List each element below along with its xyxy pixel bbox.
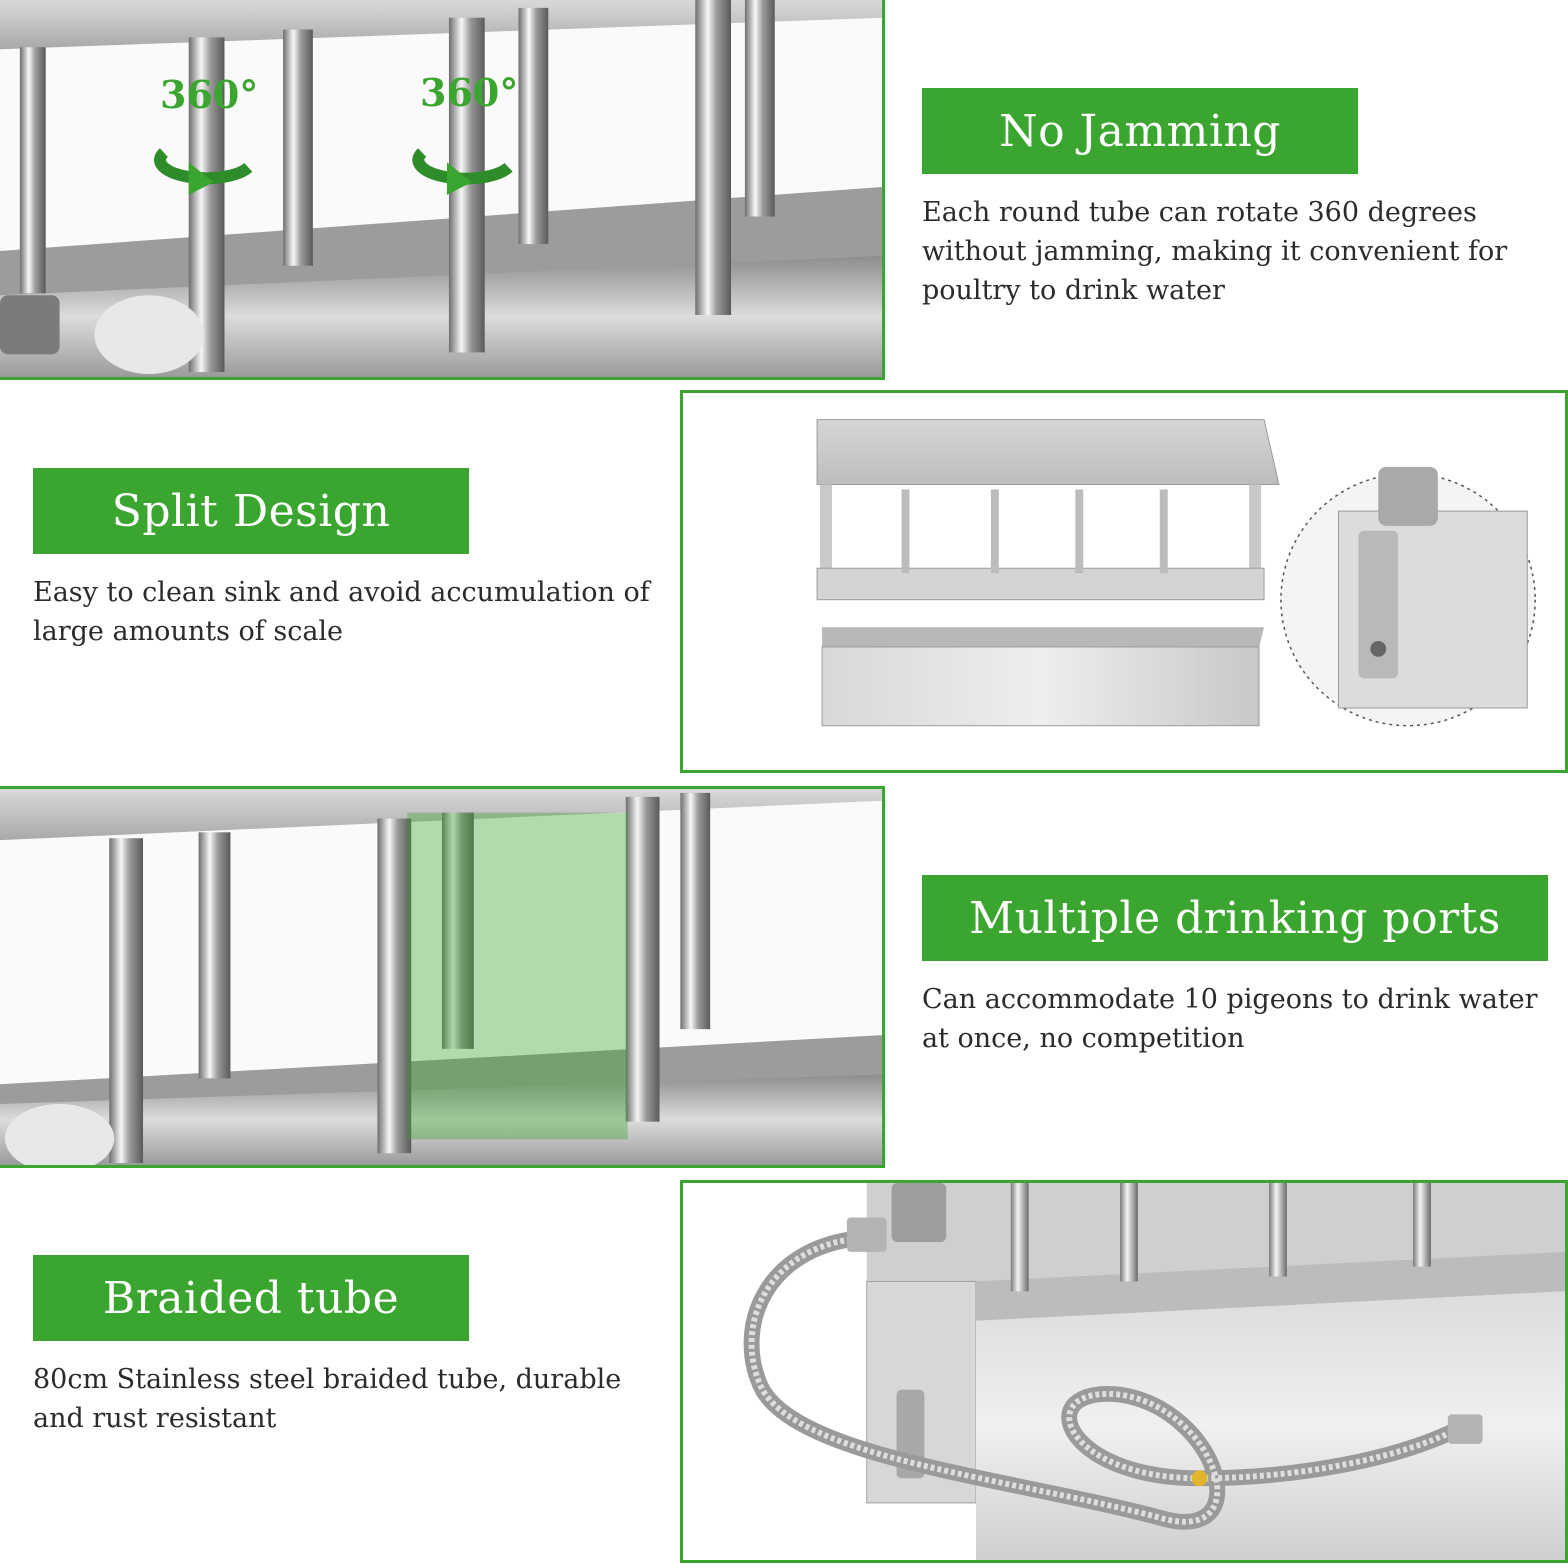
no-jamming-heading: No Jamming xyxy=(922,88,1358,174)
rotation-label: 360° xyxy=(420,70,519,115)
braided-tube-photo xyxy=(680,1180,1568,1563)
feeder-closeup-illustration xyxy=(0,0,882,377)
drinking-ports-illustration xyxy=(0,789,882,1165)
drinking-ports-heading: Multiple drinking ports xyxy=(922,875,1548,961)
no-jamming-description: Each round tube can rotate 360 degrees w… xyxy=(922,197,1508,306)
rotation-label: 360° xyxy=(160,72,259,117)
braided-tube-heading: Braided tube xyxy=(33,1255,469,1341)
split-design-description: Easy to clean sink and avoid accumulatio… xyxy=(33,577,650,647)
rotation-arrow-icon xyxy=(412,148,513,195)
braided-tube-illustration xyxy=(743,1183,1565,1560)
drinking-ports-description: Can accommodate 10 pigeons to drink wate… xyxy=(922,984,1538,1054)
rotating-tubes-photo: 360° 360° xyxy=(0,0,885,380)
braided-tube-description: 80cm Stainless steel braided tube, durab… xyxy=(33,1364,622,1434)
split-design-photo xyxy=(680,390,1568,773)
split-design-heading: Split Design xyxy=(33,468,469,554)
split-feeder-illustration xyxy=(816,419,1536,727)
rotation-arrow-icon xyxy=(154,148,253,195)
drinking-ports-photo xyxy=(0,786,885,1168)
